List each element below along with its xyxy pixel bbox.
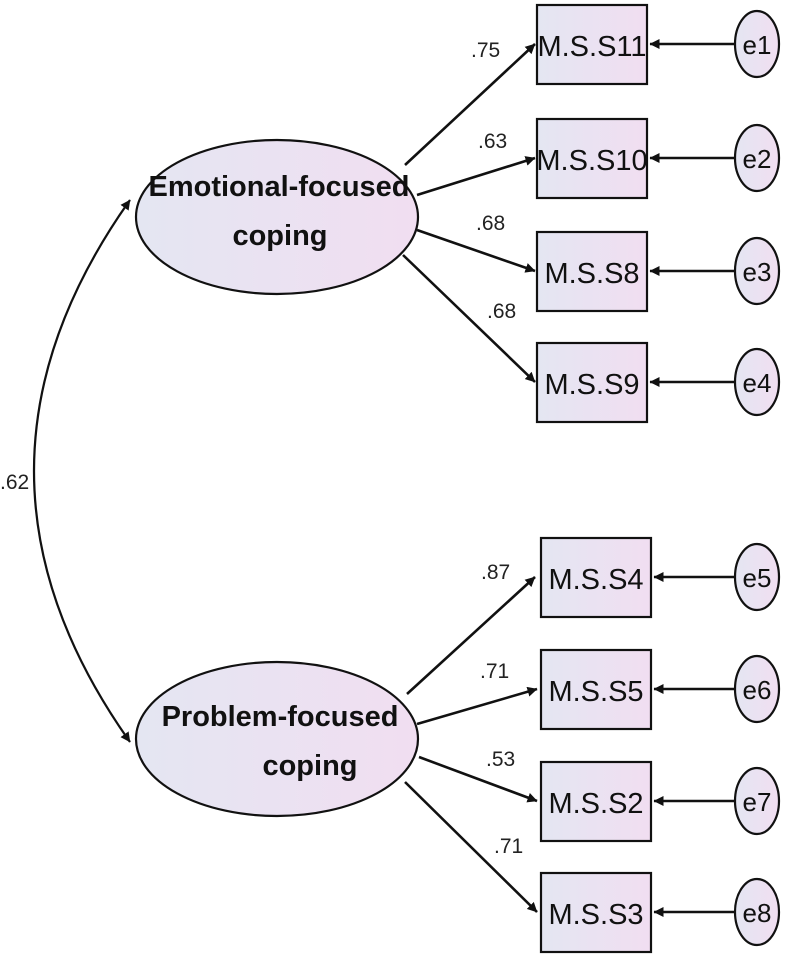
- loading-coefficient: .71: [480, 660, 509, 683]
- observed-variable-box: [535, 3, 649, 86]
- loading-coefficient: .63: [478, 130, 507, 153]
- observed-variable-box: [539, 536, 653, 619]
- error-term-label: e5: [743, 563, 772, 593]
- latent-label-line2: coping: [232, 220, 327, 252]
- error-term-label: e8: [743, 898, 772, 928]
- loading-coefficient: .71: [494, 835, 523, 858]
- latent-emotional-focused-coping: Emotional-focused coping: [134, 138, 420, 296]
- latent-label-line1: Problem-focused: [162, 701, 399, 733]
- indicator-row: .71 M.S.S3 e8: [404, 781, 781, 954]
- loading-arrow: [418, 755, 538, 803]
- observed-variable-label: M.S.S10: [536, 145, 647, 177]
- indicator-row: .75 M.S.S11 e1: [404, 3, 781, 166]
- observed-variable-label: M.S.S3: [548, 899, 643, 931]
- loading-coefficient: .75: [471, 39, 500, 62]
- error-term-ellipse: [733, 123, 781, 193]
- error-term-ellipse: [733, 347, 781, 417]
- observed-variable-box: [535, 341, 649, 424]
- observed-variable-box: [539, 648, 653, 731]
- indicator-group-emotional: .75 M.S.S11 e1 .63 M.S.S10 e2 .68 M.S.S8…: [402, 3, 781, 424]
- loading-coefficient: .53: [486, 748, 515, 771]
- correlation-arrow: [33, 199, 131, 743]
- error-term-ellipse: [733, 9, 781, 79]
- observed-variable-box: [539, 760, 653, 843]
- loading-coefficient: .68: [476, 212, 505, 235]
- indicator-row: .87 M.S.S4 e5: [406, 536, 781, 695]
- indicator-row: .71 M.S.S5 e6: [416, 648, 781, 731]
- indicator-row: .53 M.S.S2 e7: [418, 748, 781, 843]
- latent-label-line2: coping: [262, 750, 357, 782]
- indicator-row: .63 M.S.S10 e2: [416, 117, 781, 200]
- observed-variable-label: M.S.S4: [548, 564, 643, 596]
- correlation-path: .62: [0, 199, 131, 743]
- loading-arrow: [416, 228, 536, 273]
- indicator-group-problem: .87 M.S.S4 e5 .71 M.S.S5 e6 .53 M.S.S2 e…: [404, 536, 781, 954]
- observed-variable-label: M.S.S5: [548, 676, 643, 708]
- observed-variable-label: M.S.S2: [548, 788, 643, 820]
- loading-coefficient: .87: [481, 561, 510, 584]
- latent-ellipse: [134, 660, 420, 818]
- loading-arrow: [402, 254, 536, 383]
- correlation-coefficient: .62: [0, 471, 29, 494]
- indicator-row: .68 M.S.S8 e3: [416, 212, 781, 313]
- error-term-ellipse: [733, 236, 781, 306]
- loading-arrow: [404, 781, 538, 913]
- observed-variable-label: M.S.S11: [537, 31, 646, 63]
- loading-arrow: [406, 576, 536, 695]
- error-term-ellipse: [733, 877, 781, 947]
- indicator-row: .68 M.S.S9 e4: [402, 254, 781, 424]
- error-term-label: e3: [743, 257, 772, 287]
- error-term-ellipse: [733, 766, 781, 836]
- error-term-label: e7: [743, 787, 772, 817]
- observed-variable-label: M.S.S9: [544, 369, 639, 401]
- error-term-label: e1: [743, 30, 772, 60]
- latent-ellipse: [134, 138, 420, 296]
- error-term-ellipse: [733, 654, 781, 724]
- observed-variable-label: M.S.S8: [544, 258, 639, 290]
- loading-arrow: [416, 686, 538, 726]
- observed-variable-box: [535, 117, 649, 200]
- error-term-ellipse: [733, 542, 781, 612]
- error-term-label: e6: [743, 675, 772, 705]
- error-term-label: e4: [743, 368, 772, 398]
- observed-variable-box: [539, 871, 653, 954]
- loading-coefficient: .68: [487, 300, 516, 323]
- latent-label-line1: Emotional-focused: [148, 171, 409, 203]
- loading-arrow: [416, 156, 536, 197]
- error-term-label: e2: [743, 144, 772, 174]
- latent-problem-focused-coping: Problem-focused coping: [134, 660, 420, 818]
- loading-arrow: [404, 43, 536, 166]
- observed-variable-box: [535, 230, 649, 313]
